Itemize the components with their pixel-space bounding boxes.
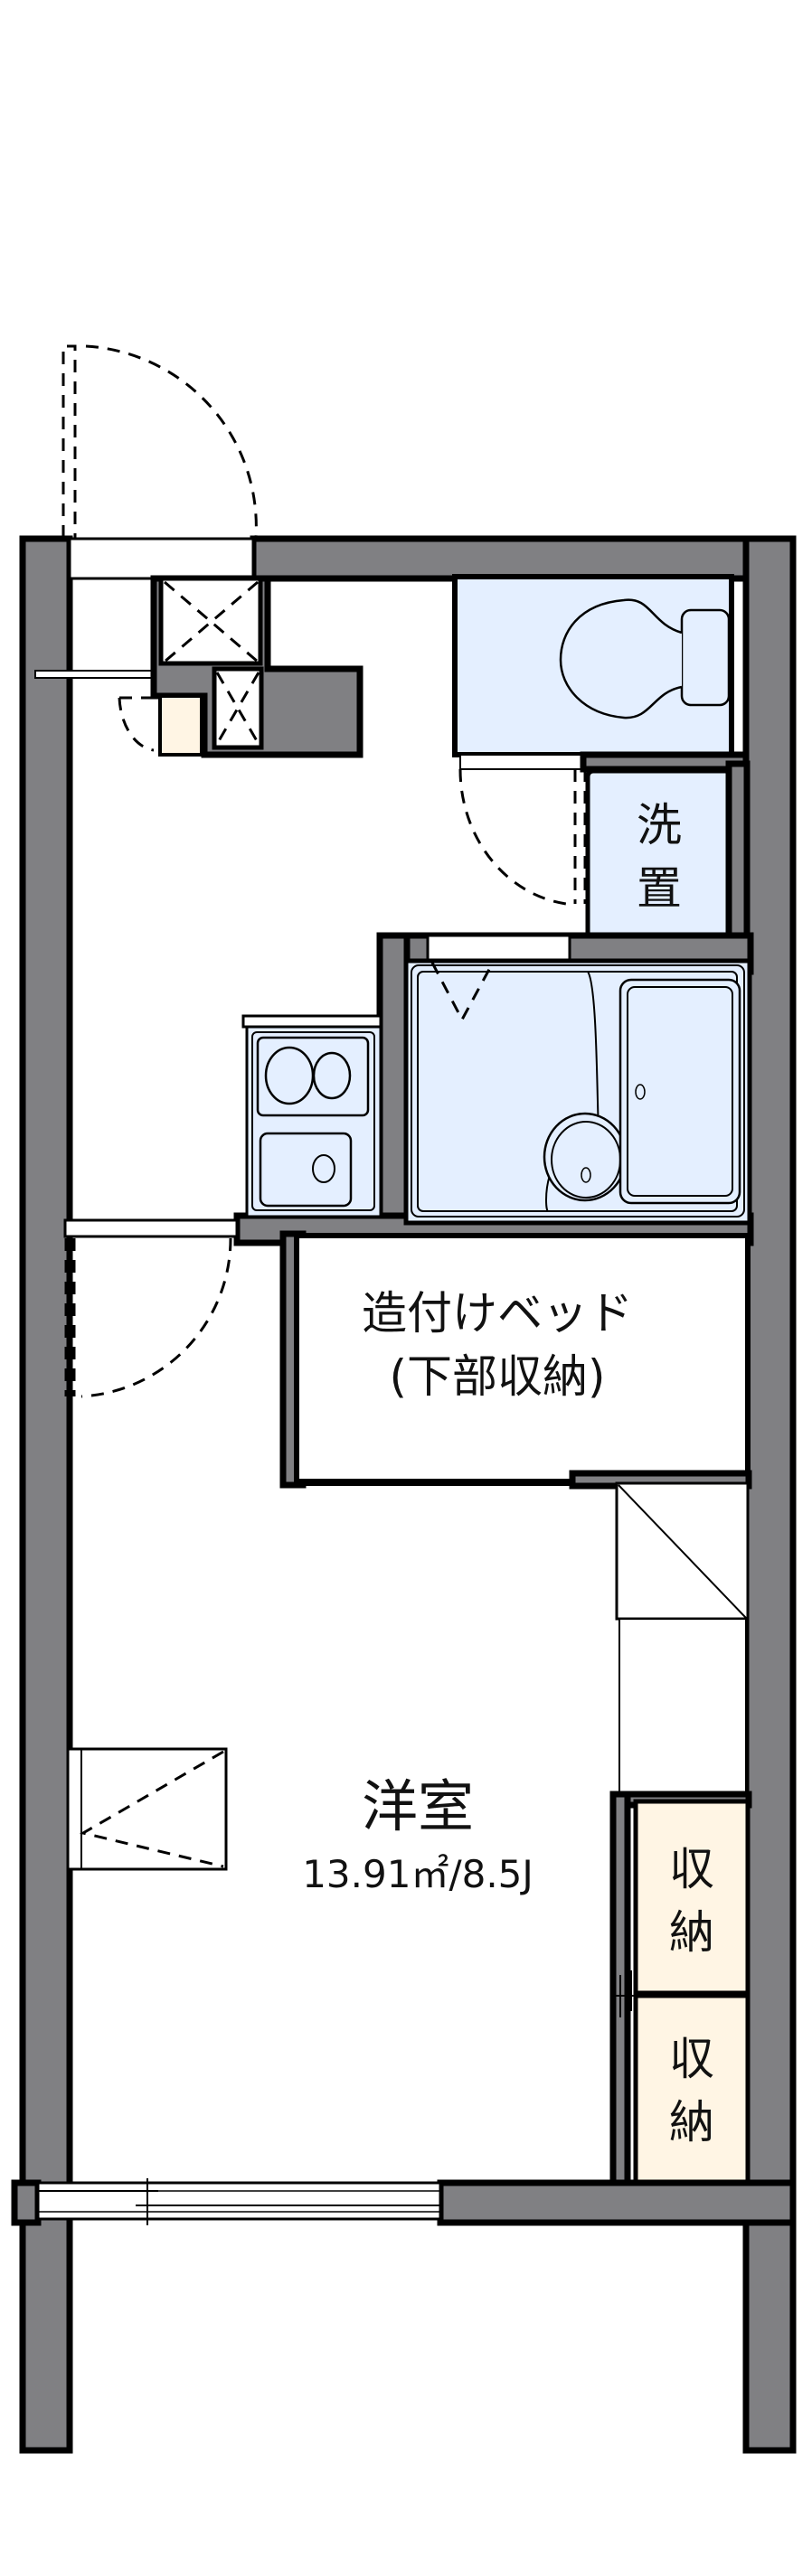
shoe-box: [158, 694, 203, 757]
room-label: 洋室: [362, 1773, 474, 1839]
toilet-door[interactable]: [458, 768, 587, 906]
entrance-door[interactable]: [61, 344, 258, 539]
toilet-room: [452, 574, 734, 757]
closet-lower-label-1: 収: [669, 2033, 714, 2085]
storage-shelf: [615, 1481, 750, 1796]
hall-door-opening: [63, 1218, 239, 1238]
closet-lower[interactable]: 収 納: [633, 1993, 751, 2185]
closet-upper-label-2: 納: [669, 1906, 714, 1959]
washer-label-2: 置: [637, 862, 682, 915]
wall-segment: [580, 751, 750, 773]
wall-segment: [725, 760, 751, 957]
closet-lower-label-2: 納: [669, 2096, 714, 2148]
shoe-box-area: [118, 575, 364, 758]
toilet-door-opening: [459, 754, 588, 770]
kitchen-sink-icon: [259, 1132, 353, 1208]
washer-label-1: 洗: [637, 799, 682, 851]
entrance-step: [34, 670, 158, 679]
room-area: 13.91㎡/8.5J: [302, 1852, 533, 1896]
closet-upper-label-1: 収: [669, 1843, 714, 1895]
left-window[interactable]: [66, 1747, 228, 1871]
bed-label-2: (下部収納): [389, 1350, 605, 1403]
bed-label-1: 造付けベッド: [362, 1287, 633, 1340]
entrance-opening: [68, 537, 255, 580]
outer-walls: [11, 535, 797, 2454]
kitchen-counter: [241, 1014, 382, 1218]
toilet-icon: [559, 598, 731, 719]
bath-left-wall: [376, 932, 411, 1233]
balcony-window[interactable]: [36, 2178, 442, 2225]
unit-bath-icon: [403, 958, 752, 1226]
closet-upper[interactable]: 収 納: [633, 1799, 751, 1996]
built-in-bed: 造付けベッド (下部収納): [279, 1230, 752, 1490]
two-burner-stove-icon: [256, 1036, 370, 1117]
washer-space: 洗 置: [585, 768, 733, 952]
bath-door-opening: [426, 934, 571, 963]
closets: 収 納 収 納: [609, 1791, 752, 2186]
hall-door[interactable]: [64, 1237, 232, 1398]
